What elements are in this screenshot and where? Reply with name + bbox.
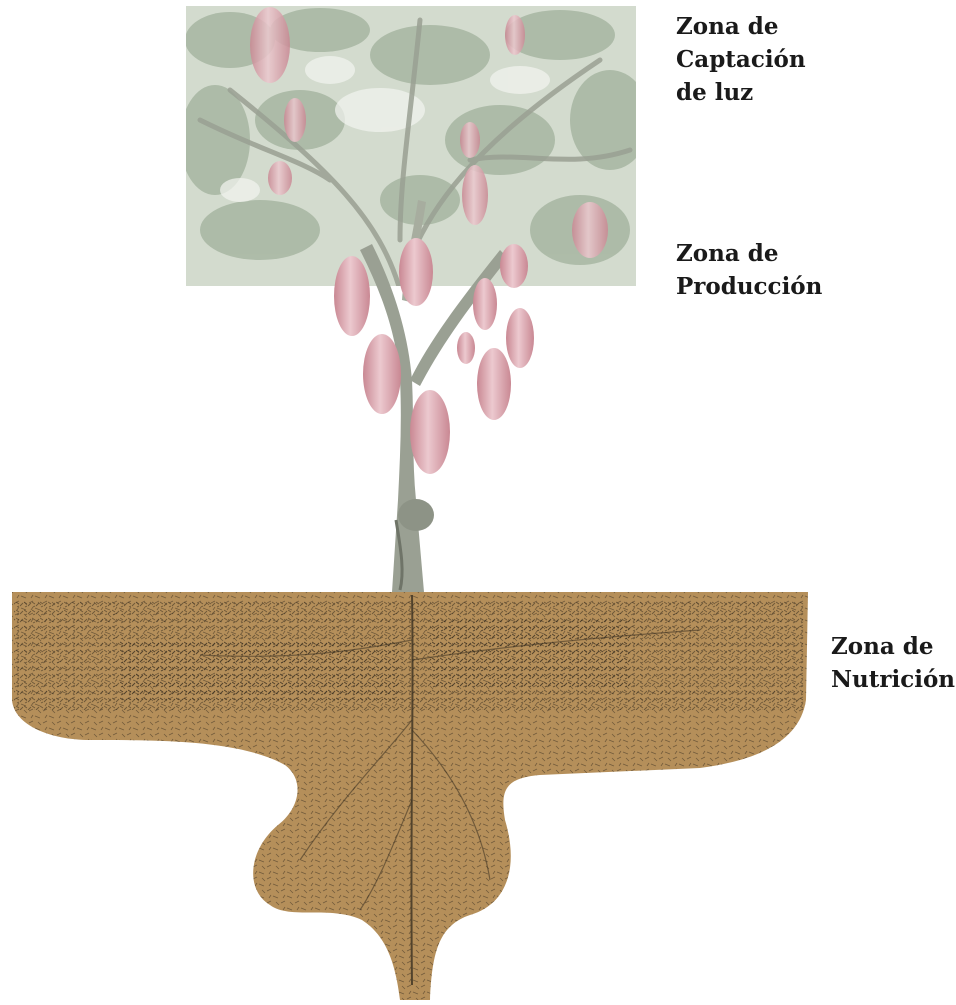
zone-label-line: Nutrición	[831, 663, 955, 696]
cacao-pod	[457, 332, 475, 364]
zone-label-nutrition: Zona de Nutrición	[831, 630, 955, 696]
zone-label-production: Zona de Producción	[676, 237, 822, 303]
zone-label-line: Zona de	[676, 10, 806, 43]
cacao-pod	[477, 348, 511, 420]
taproot	[411, 595, 412, 985]
zone-label-line: de luz	[676, 76, 806, 109]
cacao-pod	[410, 390, 450, 474]
zone-label-line: Zona de	[676, 237, 822, 270]
cacao-pod	[334, 256, 370, 336]
cacao-pod	[399, 238, 433, 306]
cacao-pod	[500, 244, 528, 288]
cacao-pod	[506, 308, 534, 368]
zone-label-light-capture: Zona de Captación de luz	[676, 10, 806, 109]
cacao-pod	[473, 278, 497, 330]
cacao-pod	[363, 334, 401, 414]
zone-label-line: Producción	[676, 270, 822, 303]
soil-root-zone	[12, 592, 808, 1000]
zone-label-line: Zona de	[831, 630, 955, 663]
zone-label-line: Captación	[676, 43, 806, 76]
